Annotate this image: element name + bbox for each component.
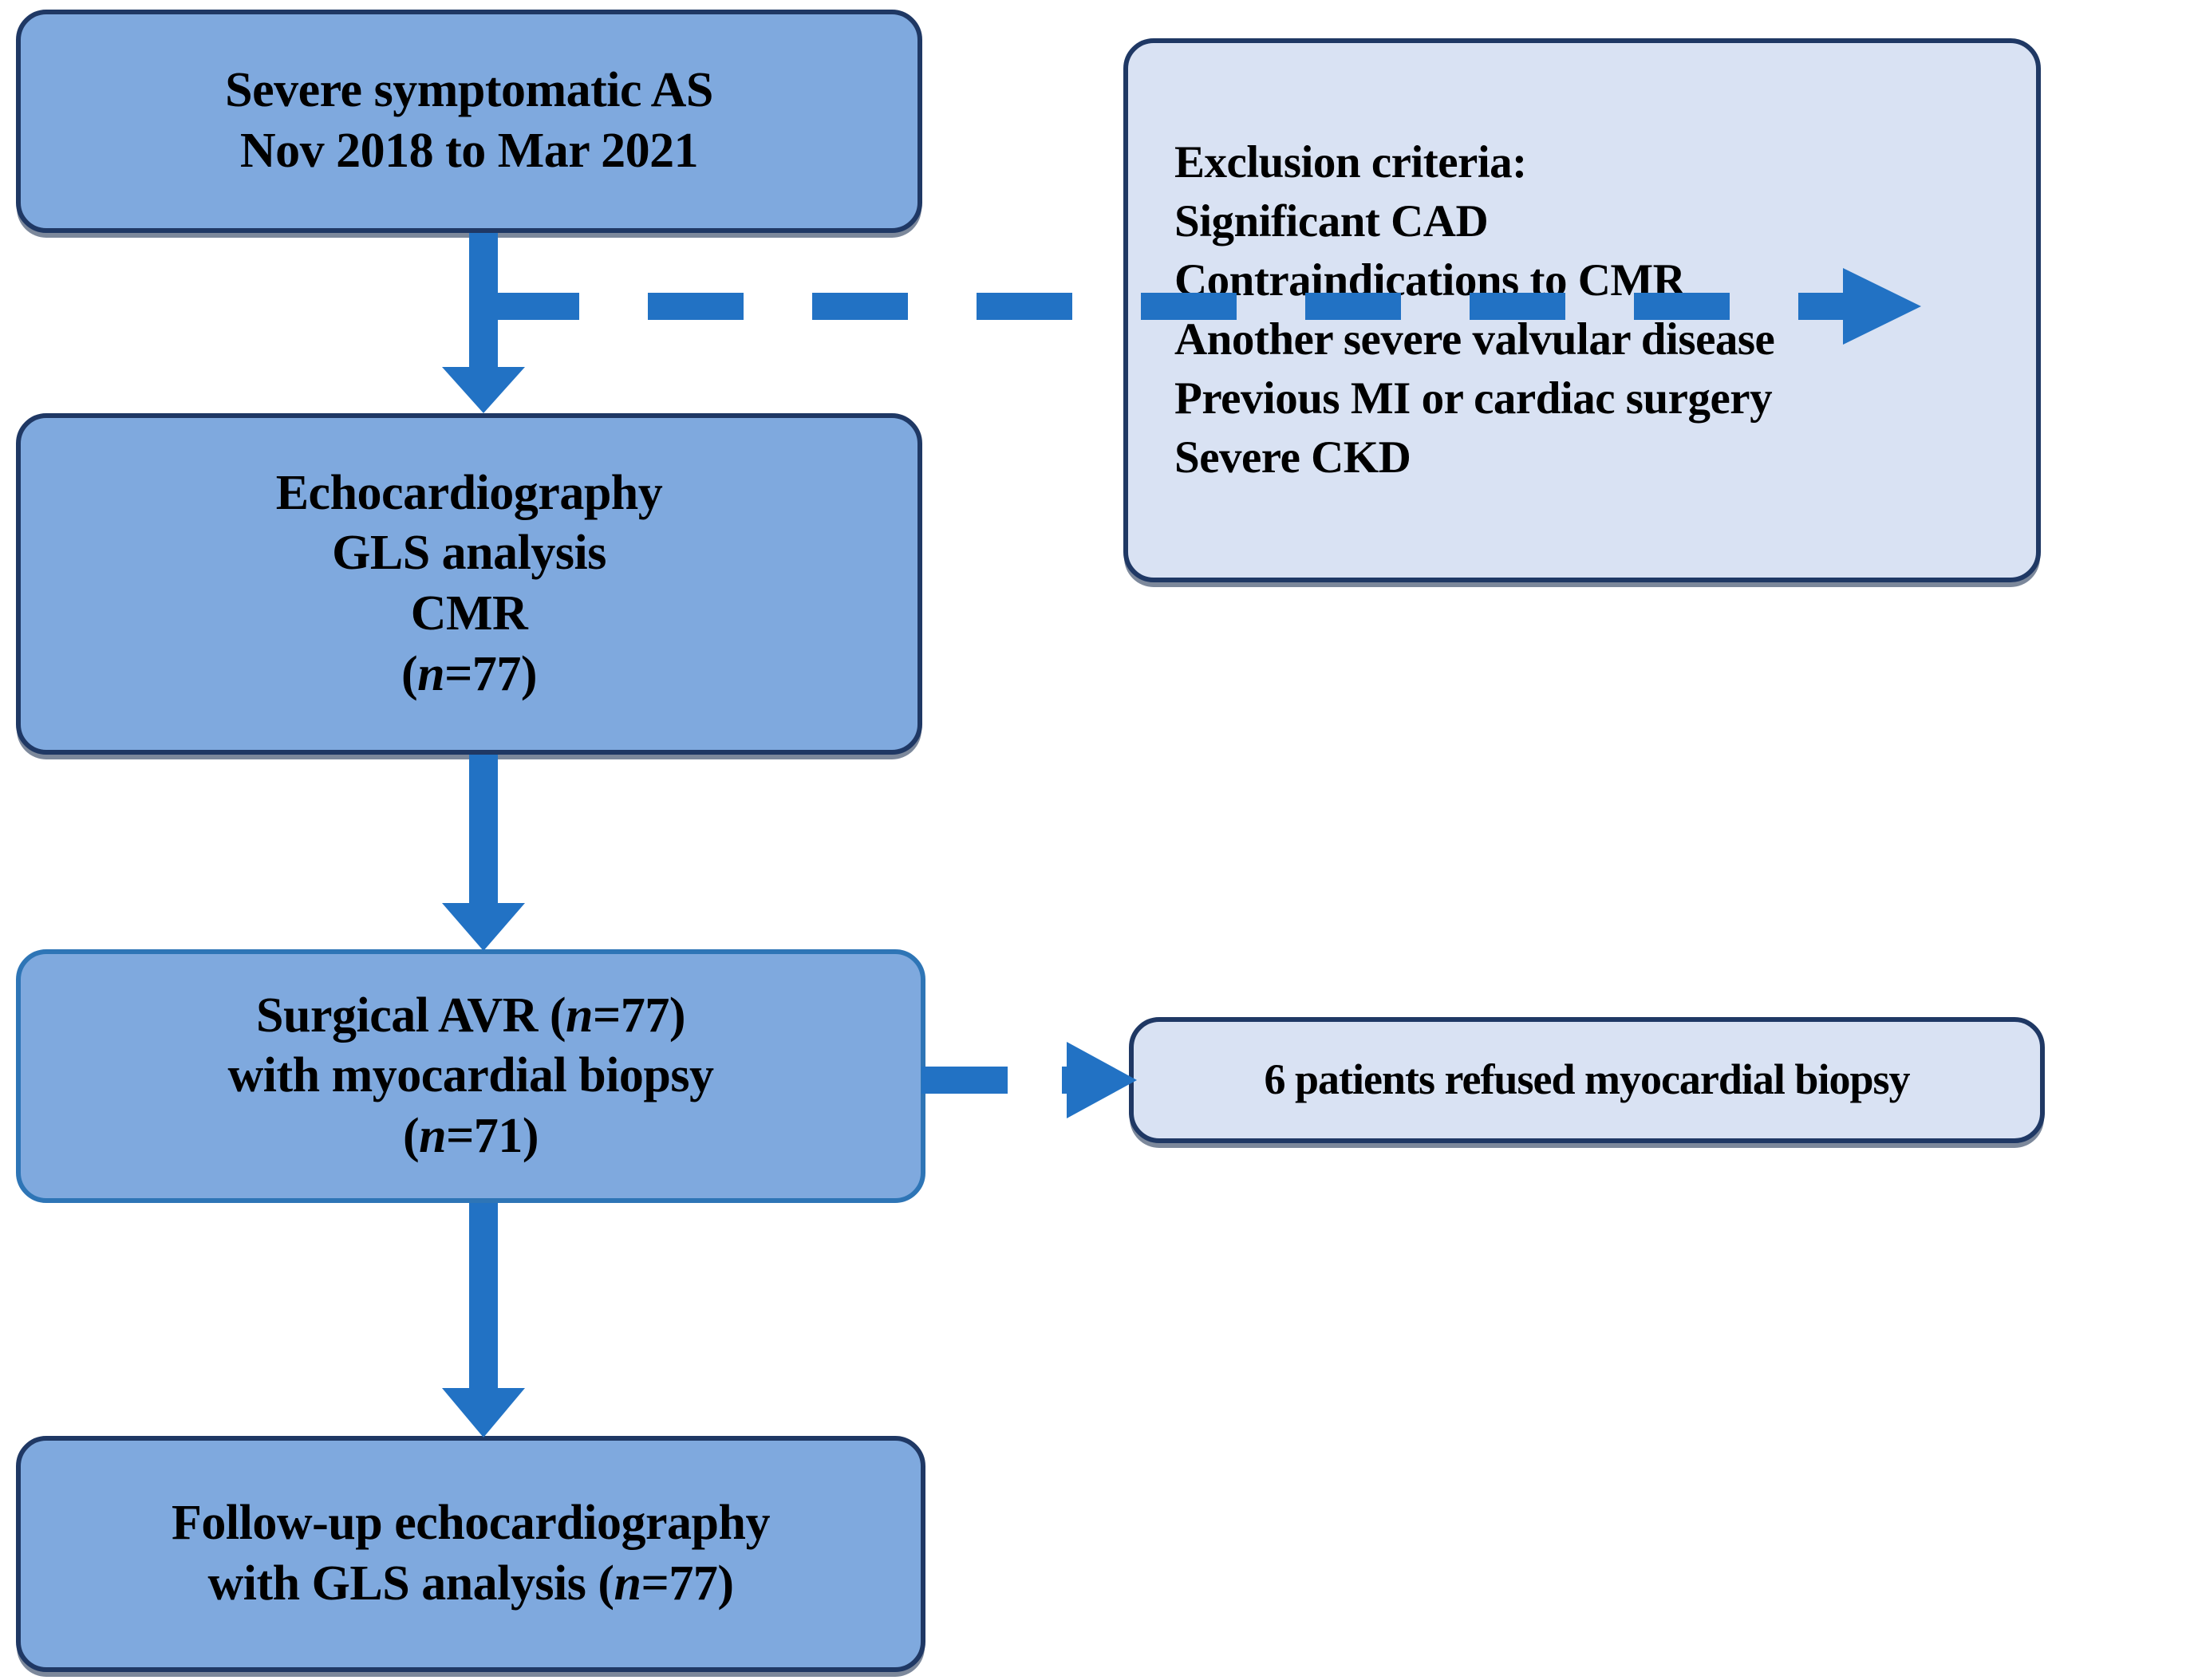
baseline-count-value: =77) xyxy=(444,646,538,701)
arrowhead-down-baseline-to-avr xyxy=(442,903,525,951)
connector-baseline-to-avr-svg xyxy=(442,755,525,951)
baseline-count-open: ( xyxy=(401,646,418,701)
avr-line-2: with myocardial biopsy xyxy=(227,1048,714,1103)
baseline-count-n: n xyxy=(417,646,445,701)
connector-avr-to-refused xyxy=(921,1037,1145,1123)
baseline-line-3: CMR xyxy=(410,586,528,641)
arrow-stem-baseline-to-avr xyxy=(469,755,498,906)
connector-screening-svg xyxy=(442,233,1921,413)
avr-line-3: (n=71) xyxy=(403,1106,539,1167)
avr-line-1: Surgical AVR (n=77) xyxy=(256,986,685,1047)
screening-line-1: Severe symptomatic AS xyxy=(225,63,713,118)
avr-line-1-a: Surgical AVR ( xyxy=(256,988,566,1043)
refused-text: 6 patients refused myocardial biopsy xyxy=(1264,1055,1910,1104)
exclusion-item-1: Significant CAD xyxy=(1174,195,1489,246)
avr-line-3-b: =71) xyxy=(446,1108,539,1163)
baseline-line-2: GLS analysis xyxy=(332,526,606,581)
followup-line-2: with GLS analysis (n=77) xyxy=(208,1554,734,1615)
followup-line-2-a: with GLS analysis ( xyxy=(207,1556,615,1611)
connector-avr-to-refused-svg xyxy=(921,1042,1137,1118)
avr-line-1-n: n xyxy=(566,988,593,1043)
node-surgical-avr: Surgical AVR (n=77) with myocardial biop… xyxy=(16,949,925,1203)
connector-screening-group xyxy=(415,233,2042,418)
node-baseline-imaging: Echocardiography GLS analysis CMR (n=77) xyxy=(16,413,922,755)
screening-line-2: Nov 2018 to Mar 2021 xyxy=(239,124,699,178)
connector-avr-to-followup-svg xyxy=(442,1203,525,1437)
connector-baseline-to-avr xyxy=(415,755,558,956)
arrowhead-down-screening-to-baseline xyxy=(442,367,525,413)
exclusion-item-3: Another severe valvular disease xyxy=(1174,314,1775,365)
followup-line-2-n: n xyxy=(614,1556,641,1611)
exclusion-heading: Exclusion criteria: xyxy=(1174,136,1527,187)
arrowhead-right-avr-to-refused xyxy=(1067,1042,1137,1118)
arrowhead-right-screening-to-exclusion xyxy=(1843,268,1921,345)
node-refused-biopsy: 6 patients refused myocardial biopsy xyxy=(1129,1017,2045,1143)
avr-line-3-a: ( xyxy=(402,1108,420,1163)
baseline-line-1: Echocardiography xyxy=(275,465,663,520)
followup-line-2-b: =77) xyxy=(641,1556,734,1611)
node-screening: Severe symptomatic AS Nov 2018 to Mar 20… xyxy=(16,10,922,233)
arrowhead-down-avr-to-followup xyxy=(442,1388,525,1437)
arrow-stem-avr-to-followup xyxy=(469,1203,498,1391)
node-followup-echo: Follow-up echocardiography with GLS anal… xyxy=(16,1436,925,1672)
baseline-count: (n=77) xyxy=(401,645,538,705)
avr-line-1-b: =77) xyxy=(593,988,685,1043)
connector-avr-to-followup xyxy=(415,1203,558,1442)
followup-line-1: Follow-up echocardiography xyxy=(172,1496,770,1551)
exclusion-item-4: Previous MI or cardiac surgery xyxy=(1174,373,1773,424)
avr-line-3-n: n xyxy=(419,1108,447,1163)
exclusion-item-2: Contraindications to CMR xyxy=(1174,254,1686,306)
exclusion-item-5: Severe CKD xyxy=(1174,432,1411,483)
